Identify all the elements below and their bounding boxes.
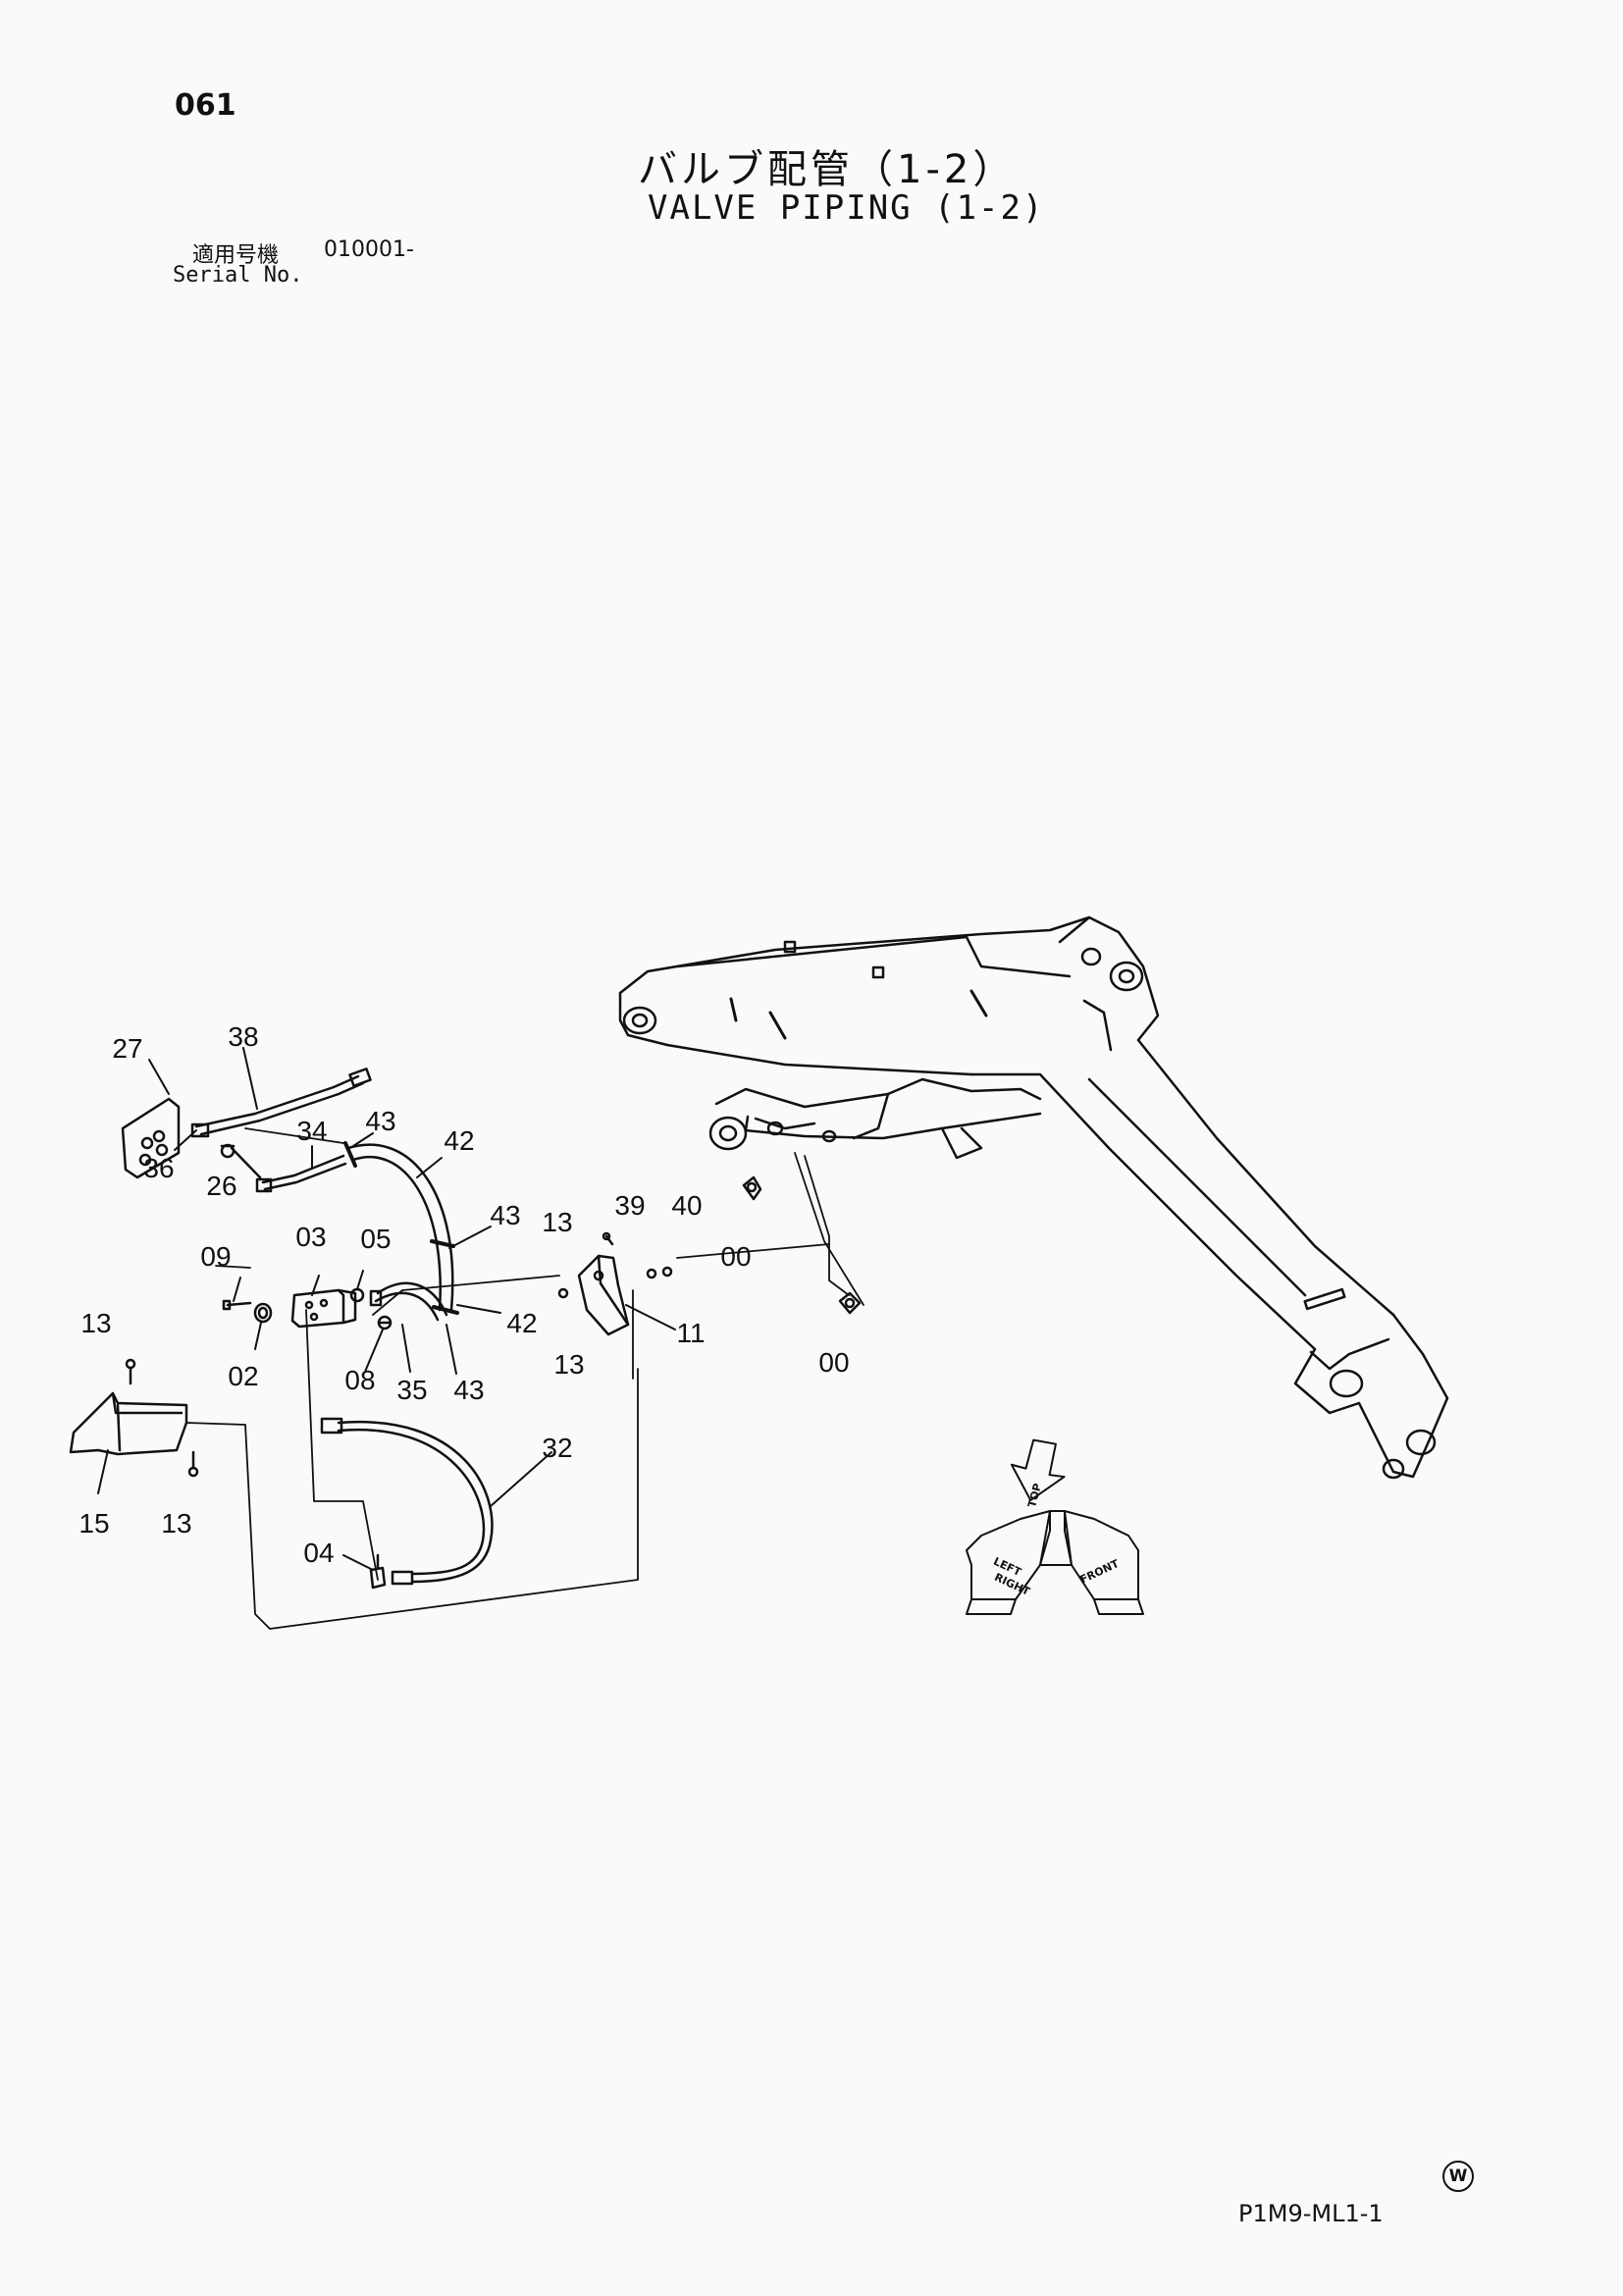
callout-02: 02 <box>228 1361 258 1391</box>
part-04-elbow <box>369 1553 387 1590</box>
callout-labels: 27 38 43 34 42 36 26 43 13 39 40 09 03 05 00 13 42 11 02 08… <box>79 1021 849 1568</box>
part-11-bracket <box>577 1254 630 1336</box>
callout-43: 43 <box>490 1200 520 1230</box>
boom-assembly <box>618 915 1449 1480</box>
part-32-hose <box>320 1417 494 1586</box>
part-09-bolt <box>222 1299 252 1311</box>
part-35-pipe <box>369 1281 448 1322</box>
part-39-nut <box>646 1268 657 1279</box>
callout-11: 11 <box>676 1318 705 1348</box>
page-title-japanese: バルブ配管（1-2） <box>638 147 1017 192</box>
part-13-bolt-upper <box>602 1231 614 1246</box>
callout-13: 13 <box>80 1308 111 1338</box>
direction-indicator-labels: TOP LEFT RIGHT FRONT <box>991 1482 1121 1598</box>
callout-34: 34 <box>296 1116 327 1146</box>
part-40-washer <box>661 1266 673 1278</box>
callout-26: 26 <box>206 1171 236 1201</box>
callout-08: 08 <box>344 1365 375 1395</box>
callout-00: 00 <box>720 1241 751 1272</box>
callout-42: 42 <box>506 1308 537 1338</box>
callout-00: 00 <box>818 1347 849 1378</box>
serial-label-japanese: 適用号機 <box>192 243 280 268</box>
callout-40: 40 <box>671 1190 702 1221</box>
leader-lines <box>185 1127 864 1630</box>
callout-15: 15 <box>79 1508 109 1539</box>
part-03-valve-block <box>290 1288 357 1329</box>
part-38-hose <box>190 1068 372 1138</box>
callout-36: 36 <box>143 1153 174 1183</box>
callout-05: 05 <box>360 1224 391 1254</box>
part-13-bolt-left-upper <box>125 1358 136 1385</box>
fitting-00-lower <box>838 1291 862 1315</box>
callout-42: 42 <box>444 1125 474 1156</box>
part-02-fitting <box>253 1302 273 1324</box>
serial-value: 010001- <box>324 237 414 262</box>
fitting-00-upper <box>742 1175 762 1201</box>
callout-13: 13 <box>161 1508 191 1539</box>
callout-27: 27 <box>112 1033 142 1064</box>
part-08-fitting <box>377 1315 393 1331</box>
cylinder-assembly <box>708 1077 1042 1160</box>
callout-43: 43 <box>453 1375 484 1405</box>
callout-43: 43 <box>365 1106 395 1136</box>
watermark-symbol: W <box>1442 2161 1474 2192</box>
part-13-bolt-left-lower <box>187 1450 199 1478</box>
callout-39: 39 <box>614 1190 645 1221</box>
part-34-pipe <box>230 1146 347 1193</box>
page-number: 061 <box>175 88 236 123</box>
callout-32: 32 <box>542 1433 572 1463</box>
part-27-bracket <box>121 1097 181 1179</box>
callout-03: 03 <box>295 1222 326 1252</box>
part-05-fitting <box>349 1287 365 1303</box>
callout-04: 04 <box>303 1538 334 1568</box>
direction-label-top: TOP <box>1025 1482 1044 1508</box>
callout-38: 38 <box>228 1021 258 1052</box>
direction-label-front: FRONT <box>1078 1557 1122 1587</box>
serial-label-english: Serial No. <box>173 263 303 287</box>
callout-leaders <box>97 1047 676 1571</box>
callout-13: 13 <box>553 1349 584 1380</box>
callout-13: 13 <box>542 1207 572 1237</box>
callout-35: 35 <box>396 1375 427 1405</box>
callout-09: 09 <box>200 1241 231 1272</box>
part-13-bolt-mid <box>557 1287 569 1299</box>
page-title-english: VALVE PIPING (1-2) <box>648 188 1045 228</box>
part-15-plate <box>69 1391 188 1456</box>
direction-indicator <box>966 1438 1144 1615</box>
document-code: P1M9-ML1-1 <box>1238 2200 1384 2227</box>
